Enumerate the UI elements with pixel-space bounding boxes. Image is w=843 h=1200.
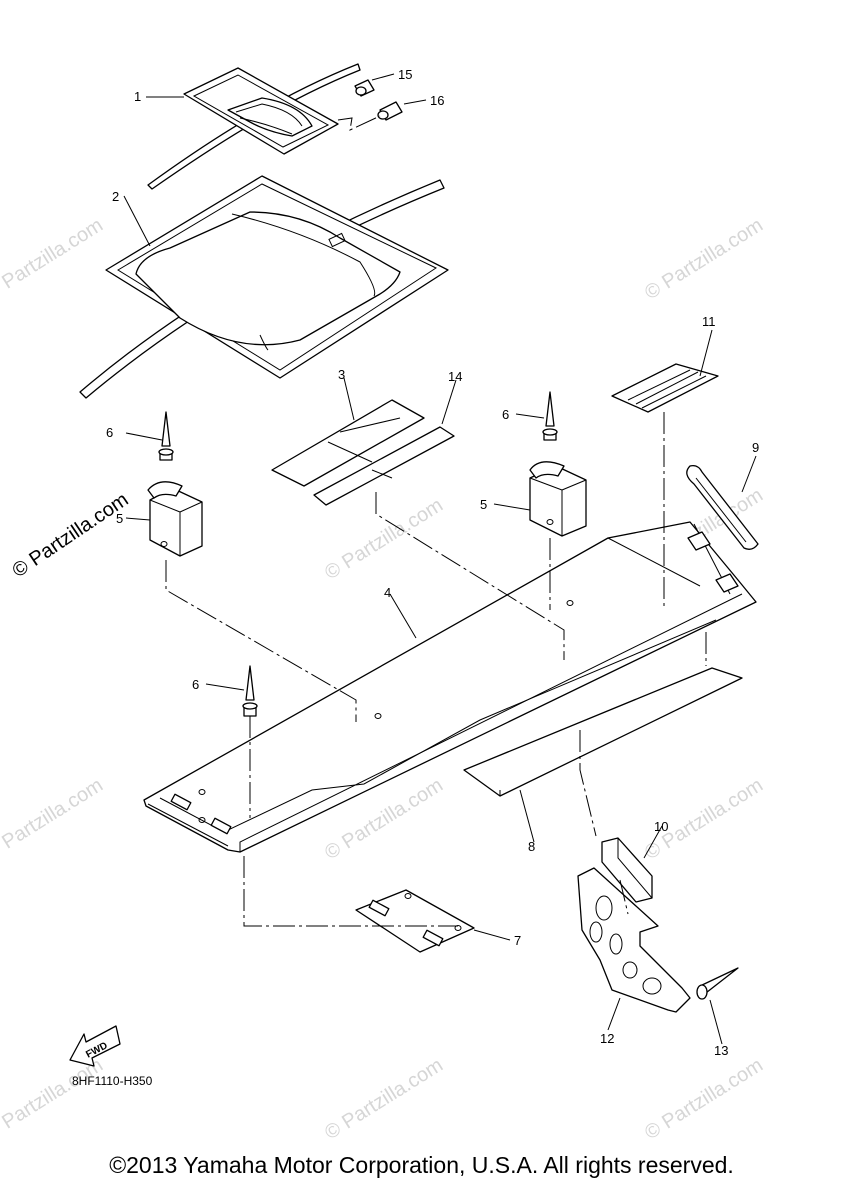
callout-8: 8 — [528, 839, 535, 854]
drawing-code: 8HF1110-H350 — [72, 1074, 153, 1088]
part-bracket-12 — [577, 867, 691, 1013]
callout-10: 10 — [654, 819, 668, 834]
part-block-10 — [601, 837, 653, 903]
callout-5: 5 — [116, 511, 123, 526]
callout-labels: 1 2 3 4 5 5 6 6 6 7 8 9 10 11 12 13 14 1… — [106, 67, 759, 1058]
callout-6: 6 — [192, 677, 199, 692]
part-pad-14 — [313, 426, 455, 506]
callout-15: 15 — [398, 67, 412, 82]
watermark: © Partzilla.com — [0, 214, 107, 304]
callout-16: 16 — [430, 93, 444, 108]
callout-5: 5 — [480, 497, 487, 512]
part-pad-3 — [271, 399, 425, 487]
watermark-side: © Partzilla.com — [8, 489, 132, 583]
part-foam-8 — [463, 667, 743, 797]
callout-14: 14 — [448, 369, 462, 384]
watermark: © Partzilla.com — [0, 774, 107, 864]
part-rivet-6c — [242, 665, 258, 717]
part-pouch-small — [147, 63, 403, 190]
copyright-footer: ©2013 Yamaha Motor Corporation, U.S.A. A… — [109, 1152, 734, 1178]
part-clip-5b — [529, 461, 587, 537]
callout-9: 9 — [752, 440, 759, 455]
callout-12: 12 — [600, 1031, 614, 1046]
watermark: © Partzilla.com — [641, 1054, 767, 1144]
watermark: © Partzilla.com — [0, 1054, 107, 1144]
callout-4: 4 — [384, 585, 391, 600]
assembly-lines — [165, 412, 707, 927]
callout-1: 1 — [134, 89, 141, 104]
callout-13: 13 — [714, 1043, 728, 1058]
callout-6: 6 — [502, 407, 509, 422]
part-clip-5a — [147, 481, 203, 557]
part-plate-7 — [355, 889, 475, 953]
callout-7: 7 — [514, 933, 521, 948]
part-tray-4 — [143, 521, 757, 853]
part-rod-9 — [686, 464, 759, 550]
watermark: © Partzilla.com — [321, 1054, 447, 1144]
callout-6: 6 — [106, 425, 113, 440]
callout-2: 2 — [112, 189, 119, 204]
watermark: © Partzilla.com — [321, 494, 447, 584]
part-pad-11 — [611, 363, 719, 413]
part-rivet-6b — [542, 391, 558, 441]
watermark: © Partzilla.com — [641, 214, 767, 304]
leader-lines — [123, 73, 757, 1045]
part-screw-13 — [696, 967, 739, 1000]
part-rivet-6a — [158, 411, 174, 461]
part-pouch-large — [79, 175, 449, 399]
callout-11: 11 — [702, 314, 716, 329]
callout-3: 3 — [338, 367, 345, 382]
